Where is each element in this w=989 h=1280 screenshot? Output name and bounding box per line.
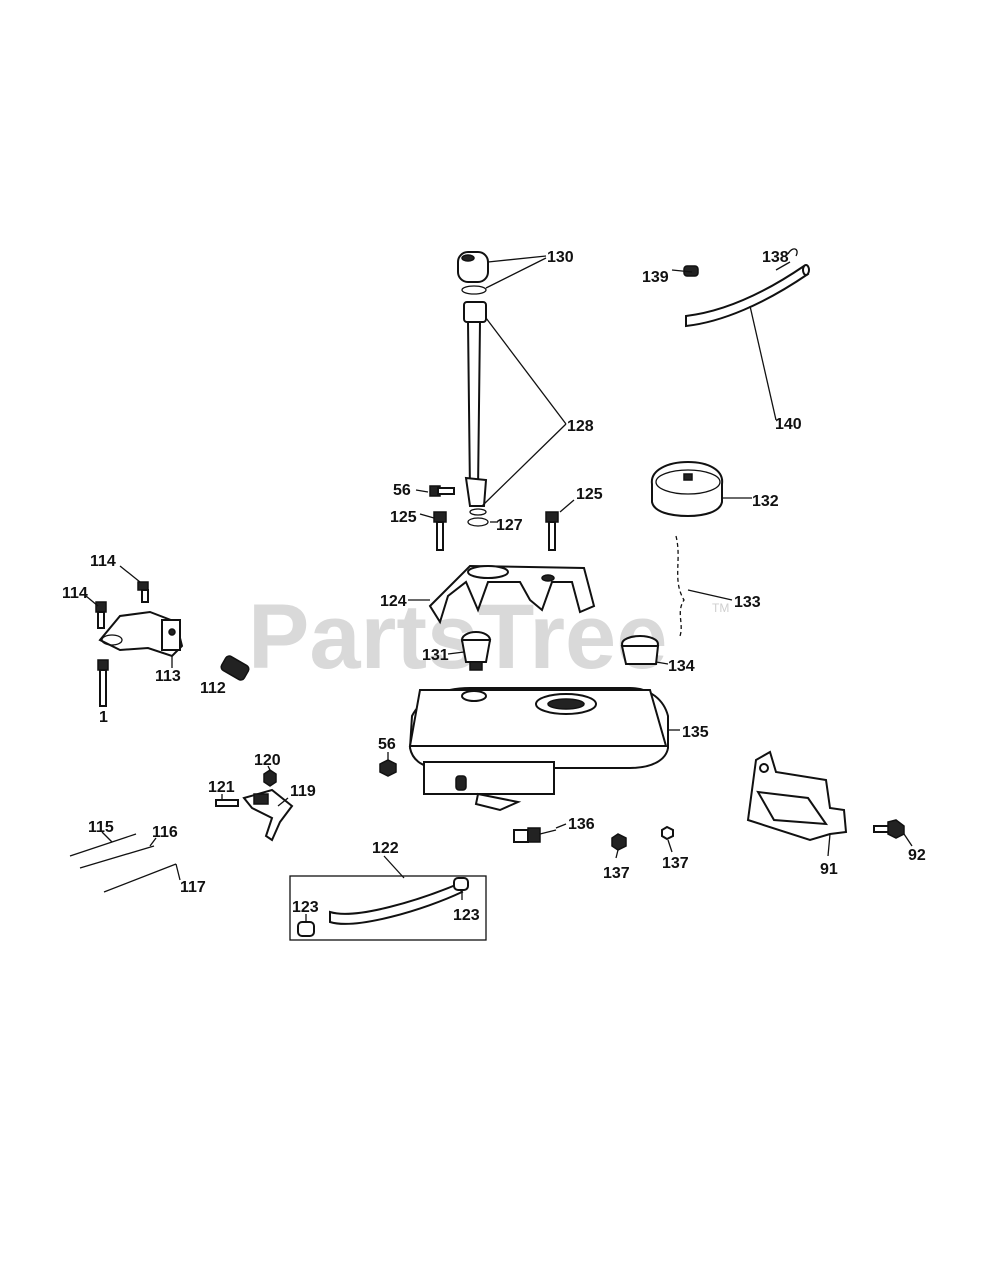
callout-121: 121 xyxy=(208,779,235,796)
part-116-rod xyxy=(79,845,155,869)
callout-131: 131 xyxy=(422,647,449,664)
callout-137-left: 137 xyxy=(603,865,630,882)
part-128-tube xyxy=(463,301,489,527)
part-113-throttle-bracket xyxy=(98,610,184,658)
callout-116: 116 xyxy=(152,824,178,841)
callout-136: 136 xyxy=(568,816,595,833)
callout-91: 91 xyxy=(820,861,838,878)
callout-56-upper: 56 xyxy=(393,482,411,499)
callout-125-left: 125 xyxy=(390,509,417,526)
part-56-nut xyxy=(379,759,397,777)
part-121-screw xyxy=(215,799,239,807)
part-132-fuel-cap xyxy=(650,460,724,518)
callout-119: 119 xyxy=(290,783,316,800)
callout-56-lower: 56 xyxy=(378,736,396,753)
part-115-rod xyxy=(69,833,137,857)
part-91-bracket xyxy=(746,750,848,842)
callout-123-right: 123 xyxy=(453,907,480,924)
callout-138: 138 xyxy=(762,249,789,266)
callout-92: 92 xyxy=(908,847,926,864)
callout-labels: 130 128 138 139 140 56 125 127 125 132 1… xyxy=(62,249,926,924)
part-130-cap xyxy=(457,251,489,295)
part-56-bolt xyxy=(429,485,455,497)
part-117-rod xyxy=(103,863,177,893)
callout-114-top: 114 xyxy=(90,553,116,570)
callout-139: 139 xyxy=(642,269,669,286)
callout-120: 120 xyxy=(254,752,281,769)
part-119-lever xyxy=(242,788,294,842)
part-140-hose xyxy=(683,248,810,328)
callout-115: 115 xyxy=(88,819,114,836)
callout-140: 140 xyxy=(775,416,802,433)
part-135-fuel-tank xyxy=(408,687,669,812)
part-120-nut xyxy=(263,769,277,787)
leader-lines xyxy=(85,255,913,922)
callout-113: 113 xyxy=(155,668,181,685)
part-136-valve xyxy=(513,827,557,843)
callout-132: 132 xyxy=(752,493,779,510)
watermark: PartsTree xyxy=(248,586,667,688)
callout-134: 134 xyxy=(668,658,695,675)
part-114-screw-left xyxy=(95,601,107,629)
part-112-knob xyxy=(220,655,250,681)
part-125-bolt-right xyxy=(545,511,559,551)
callout-137-right: 137 xyxy=(662,855,689,872)
callout-1: 1 xyxy=(99,709,108,726)
callout-117: 117 xyxy=(180,879,206,896)
callout-125-right: 125 xyxy=(576,486,603,503)
callout-124: 124 xyxy=(380,593,407,610)
callout-135: 135 xyxy=(682,724,709,741)
watermark-trademark: TM xyxy=(712,601,729,615)
callout-123-left: 123 xyxy=(292,899,319,916)
part-133-chain xyxy=(675,535,685,637)
part-125-bolt-left xyxy=(433,511,447,551)
callout-112: 112 xyxy=(200,680,226,697)
part-137-nut-left xyxy=(611,833,627,851)
part-124-shroud xyxy=(428,564,596,625)
part-1-screw xyxy=(97,659,109,707)
callout-133: 133 xyxy=(734,594,761,611)
callout-127: 127 xyxy=(496,517,523,534)
part-137-nut-right xyxy=(661,825,674,841)
part-134-strainer xyxy=(620,635,660,665)
callout-128: 128 xyxy=(567,418,594,435)
part-114-screw-top xyxy=(137,581,149,603)
callout-130: 130 xyxy=(547,249,574,266)
part-92-bolt xyxy=(873,819,905,839)
callout-122: 122 xyxy=(372,840,399,857)
part-122-hose-kit xyxy=(289,875,487,941)
callout-114-left: 114 xyxy=(62,585,88,602)
part-131-filter xyxy=(460,631,492,671)
